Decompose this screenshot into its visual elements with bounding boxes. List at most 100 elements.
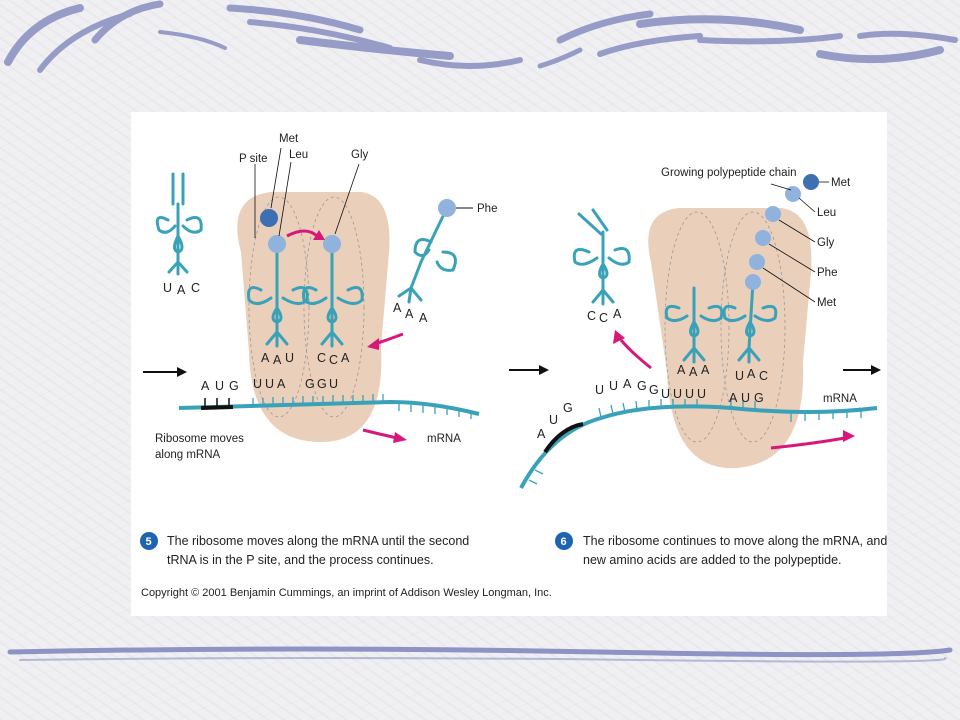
gly-amino-acid [323,235,341,253]
codon-base: G [305,377,315,391]
svg-text:C: C [191,281,200,295]
svg-text:A: A [729,391,738,405]
a-site-anticodon: C C A [317,351,350,367]
svg-text:A: A [623,377,632,391]
met-label-top: Met [831,177,851,189]
svg-text:G: G [649,383,659,397]
ribosome-move-arrow [362,428,407,443]
step5-badge [140,532,158,550]
step6-caption: 6 The ribosome continues to move along t… [555,532,887,567]
svg-text:5: 5 [146,536,152,548]
codon-base: A [277,377,286,391]
phe-label-right: Phe [817,267,837,279]
a-site-trna [302,250,364,348]
incoming-arrow [367,332,404,350]
exit-arrow [613,330,652,370]
right-p-site-trna [664,286,724,364]
right-mrna-left-codons: A U G [537,401,573,441]
p-site-anticodon: A A U [261,351,294,367]
right-mrna [519,399,878,489]
left-ribosome [237,192,390,442]
polypeptide-chain [745,174,819,290]
phe-label: Phe [477,203,497,215]
codon-base: U [253,377,262,391]
svg-text:A: A [261,351,270,365]
mrna-label-right: mRNA [823,393,857,405]
svg-text:new amino acids are added to t: new amino acids are added to the polypep… [583,553,842,567]
right-a-site-anticodon: U A C [735,367,768,383]
svg-text:A: A [405,307,414,321]
svg-text:U: U [697,387,706,401]
gly-label-right: Gly [817,237,835,249]
svg-text:A: A [613,307,622,321]
phe-amino-acid [438,199,456,217]
right-a-site-trna [722,280,778,364]
met-label-bottom: Met [817,297,837,309]
svg-text:U: U [741,391,750,405]
bottom-rule [7,646,953,663]
svg-text:G: G [637,379,647,393]
svg-text:A: A [689,365,698,379]
left-mrna [178,394,480,419]
svg-text:U: U [673,387,682,401]
translation-diagram: A U G U U A G G U U A C A A U [140,133,887,599]
codon-base: G [229,379,239,393]
svg-text:U: U [549,413,558,427]
codon-base: G [317,377,327,391]
left-direction-arrow [143,367,187,377]
svg-text:C: C [317,351,326,365]
svg-text:A: A [341,351,350,365]
ribosome-moves-label: along mRNA [155,449,221,461]
svg-text:A: A [393,301,402,315]
right-move-arrow [770,430,855,450]
leu-amino-acid [268,235,286,253]
svg-text:U: U [163,281,172,295]
p-site-trna [247,250,309,348]
svg-text:The ribosome moves along the m: The ribosome moves along the mRNA until … [167,534,469,548]
svg-text:A: A [701,363,710,377]
svg-text:A: A [177,283,186,297]
figure-panel: A U G U U A G G U U A C A A U [131,112,887,616]
leu-label: Leu [289,149,308,161]
exiting-trna [572,208,631,306]
right-mrna-aug: A U G [729,391,764,405]
codon-base: U [265,377,274,391]
right-p-site-anticodon: A A A [677,363,710,379]
svg-text:U: U [735,369,744,383]
svg-text:G: G [563,401,573,415]
svg-text:C: C [599,311,608,325]
incoming-trna [397,210,457,304]
svg-text:G: G [754,391,764,405]
right-direction-arrow [843,365,881,375]
svg-text:tRNA is in the P site, and the: tRNA is in the P site, and the process c… [167,553,434,567]
incoming-trna-anticodon: A A A [393,301,428,325]
svg-text:A: A [273,353,282,367]
svg-text:A: A [677,363,686,377]
svg-text:C: C [587,309,596,323]
svg-text:U: U [685,387,694,401]
svg-text:U: U [609,379,618,393]
ribosome-moves-label: Ribosome moves [155,433,244,445]
left-leader-lines [254,147,360,238]
svg-text:U: U [285,351,294,365]
top-brush-strokes [4,0,958,73]
svg-text:U: U [595,383,604,397]
codon-base: A [201,379,210,393]
svg-text:U: U [661,387,670,401]
svg-text:C: C [329,353,338,367]
met-label: Met [279,133,299,145]
p-site-label: P site [239,153,268,165]
codon-base: U [215,379,224,393]
svg-text:6: 6 [561,536,567,548]
right-mrna-top-bases: U U A G G U U U U [595,377,706,401]
met-amino-acid [260,209,278,227]
svg-text:A: A [419,311,428,325]
codon-base: U [329,377,338,391]
peptide-transfer-arrow [286,229,325,240]
svg-text:A: A [747,367,756,381]
leu-label-right: Leu [817,207,836,219]
step5-caption: 5 The ribosome moves along the mRNA unti… [140,532,469,567]
growing-chain-label: Growing polypeptide chain [661,167,797,179]
right-ribosome [648,208,812,469]
